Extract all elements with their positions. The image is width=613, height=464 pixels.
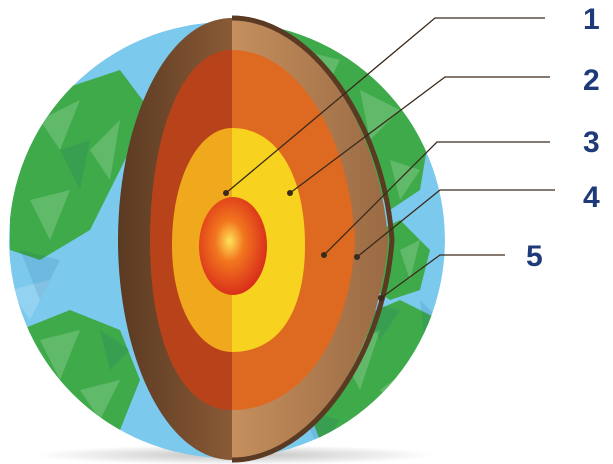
label-3: 3 xyxy=(583,126,600,159)
crust-rim xyxy=(231,15,395,463)
leader-line-3 xyxy=(323,141,550,256)
label-2: 2 xyxy=(583,64,600,97)
label-5: 5 xyxy=(526,240,543,273)
pointer-dots xyxy=(223,190,384,301)
leader-line-5 xyxy=(380,254,505,299)
pointer-dot-3 xyxy=(321,252,327,258)
inner-core xyxy=(199,197,267,295)
pointer-dot-4 xyxy=(354,254,360,260)
label-1: 1 xyxy=(583,3,600,36)
label-4: 4 xyxy=(583,181,600,214)
leader-line-1 xyxy=(225,17,545,194)
leader-lines xyxy=(225,17,555,299)
pointer-dot-1 xyxy=(223,190,229,196)
leader-line-4 xyxy=(356,189,555,258)
earth-cutaway xyxy=(118,15,395,463)
pointer-dot-5 xyxy=(378,295,384,301)
leader-line-2 xyxy=(289,76,550,194)
outer-core-right xyxy=(232,128,305,352)
pointer-dot-2 xyxy=(287,190,293,196)
